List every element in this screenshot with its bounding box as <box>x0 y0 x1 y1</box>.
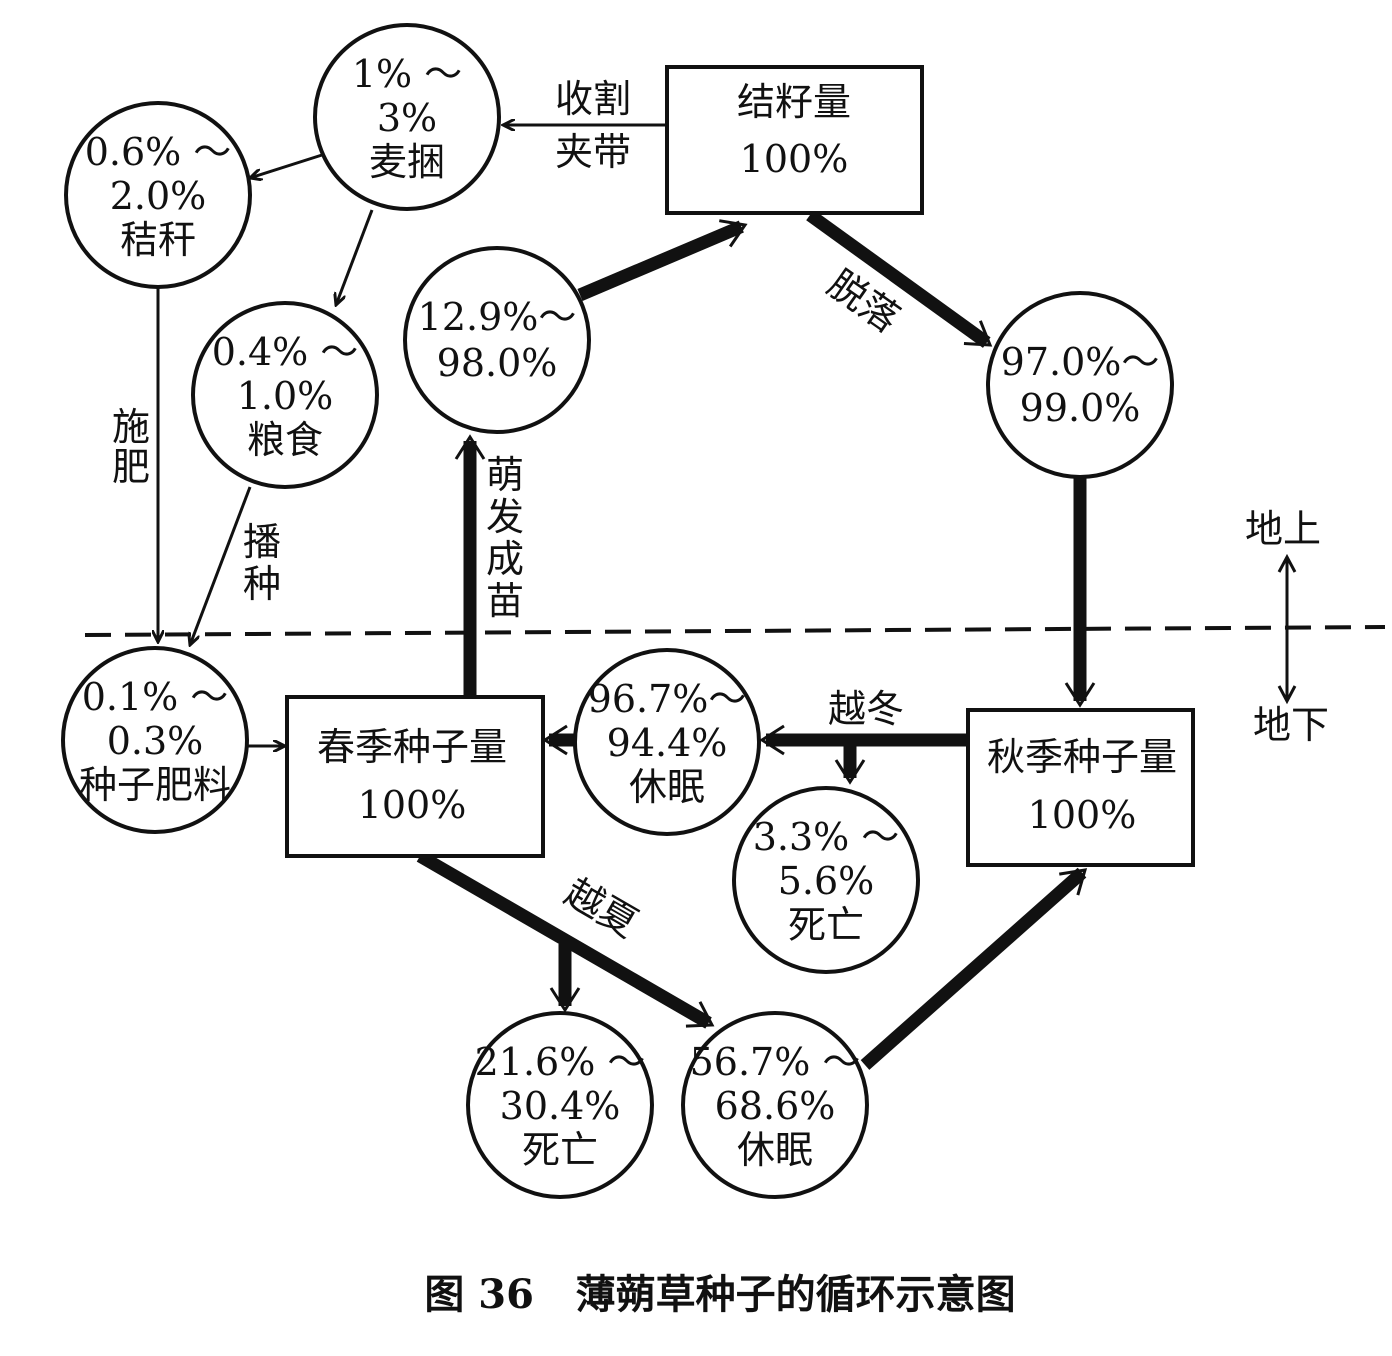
circle-text: 96.7%～ <box>588 677 747 721</box>
figure-caption: 图 36 薄蒴草种子的循环示意图 <box>424 1271 1015 1318</box>
svg-text:100%: 100% <box>358 783 467 827</box>
thin-arrows <box>158 125 667 746</box>
circle-text: 56.7% ～ <box>690 1040 861 1084</box>
circle-text: 5.6% <box>778 859 875 903</box>
circle-text: 0.6% ～ <box>85 130 232 174</box>
circle-text: 粮食 <box>247 418 323 462</box>
circle-summer-dormant: 56.7% ～68.6%休眠 <box>681 1011 869 1199</box>
double-arrow <box>416 850 715 1029</box>
svg-text:结籽量: 结籽量 <box>737 80 851 124</box>
circle-text: 休眠 <box>737 1128 813 1172</box>
circle-text: 0.3% <box>107 719 204 763</box>
svg-text:苗: 苗 <box>486 579 524 623</box>
svg-text:100%: 100% <box>1028 793 1137 837</box>
svg-text:春季种子量: 春季种子量 <box>317 725 507 769</box>
circle-winter-dead: 3.3% ～5.6%死亡 <box>732 786 920 974</box>
circle-text: 99.0% <box>1020 386 1141 430</box>
circle-text: 68.6% <box>715 1084 836 1128</box>
svg-text:萌: 萌 <box>486 453 524 497</box>
double-arrows <box>416 209 1096 1070</box>
circle-shed: 97.0%～99.0% <box>986 291 1174 479</box>
circle-text: 1% ～ <box>352 52 462 96</box>
circle-text: 种子肥料 <box>79 763 231 807</box>
label-oversummer: 越夏 <box>558 870 646 946</box>
circle-text: 30.4% <box>500 1084 621 1128</box>
svg-text:100%: 100% <box>740 137 849 181</box>
ground-line <box>84 625 1386 637</box>
circle-summer-dead: 21.6% ～30.4%死亡 <box>466 1011 654 1199</box>
circle-text: 98.0% <box>437 341 558 385</box>
circle-grain: 0.4% ～1.0%粮食 <box>191 301 379 489</box>
circle-text: 休眠 <box>629 765 705 809</box>
above-below-arrow-icon <box>1277 553 1297 705</box>
circle-text: 97.0%～ <box>1001 340 1160 384</box>
label-emerge: 萌 发 成 苗 <box>486 453 524 623</box>
circle-text: 12.9%～ <box>418 295 577 339</box>
circle-text: 秸秆 <box>120 218 196 262</box>
box-autumn-seed-bank: 秋季种子量 100% <box>966 708 1195 867</box>
svg-text:成: 成 <box>486 537 524 581</box>
double-arrow <box>759 724 968 756</box>
circle-text: 死亡 <box>788 903 864 947</box>
svg-text:发: 发 <box>486 495 524 539</box>
circle-text: 死亡 <box>522 1128 598 1172</box>
label-fertilize: 施 肥 <box>112 405 150 489</box>
svg-text:播: 播 <box>243 520 281 564</box>
double-arrow <box>577 219 748 301</box>
circle-manure: 0.1% ～0.3%种子肥料 <box>61 646 249 834</box>
circle-bundles: 1% ～3%麦捆 <box>313 23 501 211</box>
circle-text: 0.4% ～ <box>212 330 359 374</box>
circle-text: 0.1% ～ <box>82 675 229 719</box>
double-arrow <box>1064 478 1096 708</box>
double-arrow <box>549 944 581 1013</box>
double-arrow <box>860 867 1088 1070</box>
circle-text: 94.4% <box>607 721 728 765</box>
label-below-ground: 地下 <box>1253 703 1329 747</box>
double-arrow <box>806 209 993 348</box>
label-carried: 夹带 <box>555 130 631 174</box>
double-arrow <box>542 724 575 756</box>
svg-text:施: 施 <box>112 405 150 449</box>
label-harvest: 收割 <box>555 77 631 121</box>
svg-text:秋季种子量: 秋季种子量 <box>987 735 1177 779</box>
circle-text: 2.0% <box>110 174 207 218</box>
double-arrow <box>454 434 486 697</box>
svg-text:肥: 肥 <box>112 445 150 489</box>
circle-text: 1.0% <box>237 374 334 418</box>
double-arrow <box>834 742 866 785</box>
circle-winter-dormant: 96.7%～94.4%休眠 <box>573 648 761 836</box>
label-sow: 播 种 <box>243 520 281 606</box>
circle-text: 麦捆 <box>369 140 445 184</box>
circle-straw: 0.6% ～2.0%秸秆 <box>64 101 252 289</box>
circle-text: 21.6% ～ <box>475 1040 646 1084</box>
box-spring-seed-bank: 春季种子量 100% <box>285 695 545 858</box>
circle-text: 3.3% ～ <box>753 815 900 859</box>
box-seed-set: 结籽量 100% <box>665 65 924 215</box>
label-above-ground: 地上 <box>1245 507 1321 551</box>
label-overwinter: 越冬 <box>828 687 904 731</box>
svg-text:种: 种 <box>243 562 281 606</box>
circle-emerged: 12.9%～98.0% <box>403 246 591 434</box>
circle-text: 3% <box>377 96 437 140</box>
